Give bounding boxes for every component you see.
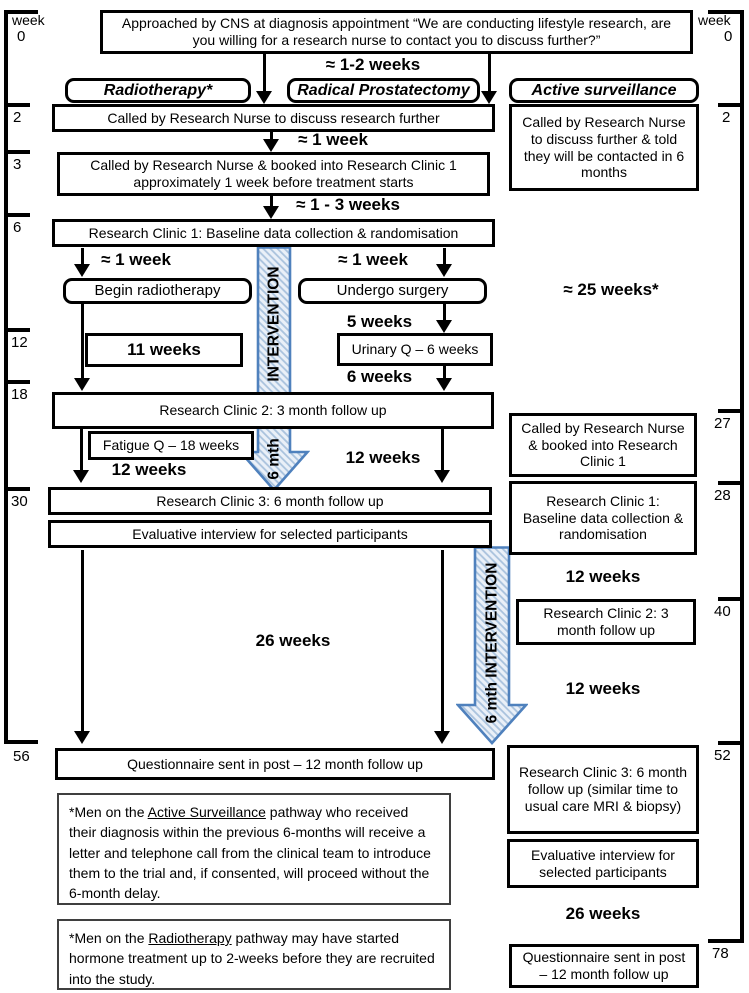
right-week-label: 40 [714, 603, 731, 620]
research-clinic-3-box: Research Clinic 3: 6 month follow up [48, 487, 492, 515]
footnote-active-surveillance: *Men on the Active Surveillance pathway … [57, 793, 451, 905]
left-timeline-tick [4, 103, 30, 107]
intervention-arrow-1-label-upper: INTERVENTION [266, 266, 283, 381]
intervention-arrow-1-shape [238, 246, 310, 492]
down-arrow [434, 429, 450, 483]
called-by-nurse-box: Called by Research Nurse to discuss rese… [52, 104, 495, 132]
pathway-header-radiotherapy: Radiotherapy* [65, 78, 251, 103]
footnote-text: *Men on the [69, 804, 148, 820]
duration-box-11-weeks: 11 weeks [85, 333, 243, 367]
left-week-label: 30 [11, 493, 28, 510]
intervention-arrow-2: 6 mth INTERVENTION [456, 546, 528, 745]
footnote-text: pathway may have started hormone treatme… [69, 930, 435, 987]
as-booked-box: Called by Research Nurse & booked into R… [509, 413, 697, 477]
approach-box: Approached by CNS at diagnosis appointme… [100, 10, 693, 54]
duration-label-26-weeks: 26 weeks [255, 631, 331, 651]
footnote-text: pathway who received their diagnosis wit… [69, 804, 431, 902]
right-week-label: 78 [712, 945, 729, 962]
down-arrow [434, 550, 450, 744]
pathway-header-radical-prostatectomy: Radical Prostatectomy [287, 78, 480, 103]
undergo-surgery-box: Undergo surgery [298, 278, 487, 304]
footnote-text: *Men on the [69, 930, 149, 946]
left-week-label: 2 [13, 109, 22, 126]
urinary-questionnaire-box: Urinary Q – 6 weeks [337, 333, 493, 366]
as-duration-label-12-weeks-b: 12 weeks [565, 678, 641, 698]
right-week-label: 27 [714, 415, 731, 432]
duration-label-25-weeks: ≈ 25 weeks* [563, 279, 659, 299]
down-arrow [436, 248, 452, 277]
research-clinic-2-box: Research Clinic 2: 3 month follow up [52, 392, 494, 429]
right-week-label: 28 [714, 487, 731, 504]
down-arrow [436, 366, 452, 391]
intervention-arrow-2-label: 6 mth INTERVENTION [484, 563, 501, 724]
booked-clinic1-box: Called by Research Nurse & booked into R… [57, 152, 490, 196]
right-timeline-tick [708, 10, 744, 14]
research-clinic-1-box: Research Clinic 1: Baseline data collect… [52, 219, 495, 247]
left-week-label: 0 [17, 28, 26, 45]
right-timeline-tick [718, 481, 744, 485]
right-week-label: 0 [724, 28, 733, 45]
as-research-clinic-2-box: Research Clinic 2: 3 month follow up [516, 599, 696, 645]
right-timeline-tick [718, 103, 744, 107]
gap-label-1-week-left: ≈ 1 week [101, 250, 171, 270]
duration-label-12-weeks-left: 12 weeks [111, 459, 187, 479]
fatigue-questionnaire-box: Fatigue Q – 18 weeks [88, 431, 254, 460]
down-arrow [74, 248, 90, 277]
right-timeline-tick [708, 939, 744, 943]
as-questionnaire-post-box: Questionnaire sent in post – 12 month fo… [509, 944, 699, 988]
left-week-unit-label: week [12, 12, 45, 28]
duration-label-12-weeks-right: 12 weeks [345, 447, 421, 467]
down-arrow [436, 304, 452, 333]
gap-label-1-3-weeks: ≈ 1 - 3 weeks [296, 195, 400, 215]
evaluative-interview-box: Evaluative interview for selected partic… [48, 520, 492, 548]
down-arrow [74, 550, 90, 744]
right-timeline-tick [718, 597, 744, 601]
intervention-arrow-2-shape [456, 546, 528, 745]
down-arrow [481, 53, 497, 104]
gap-label-1-2-weeks: ≈ 1-2 weeks [325, 55, 421, 75]
left-week-label: 18 [11, 386, 28, 403]
left-week-label: 6 [13, 219, 22, 236]
duration-label-6-weeks: 6 weeks [346, 366, 413, 386]
duration-label-5-weeks: 5 weeks [346, 311, 413, 331]
left-timeline-tick [4, 150, 30, 154]
as-research-clinic-1-box: Research Clinic 1: Baseline data collect… [509, 481, 697, 555]
left-timeline-tick [4, 740, 38, 744]
left-timeline-tick [4, 487, 30, 491]
left-timeline-tick [4, 10, 38, 14]
left-timeline-tick [4, 328, 30, 332]
footnote-underlined-term: Active Surveillance [147, 804, 266, 820]
down-arrow [256, 53, 272, 104]
right-timeline-tick [718, 741, 744, 745]
left-week-label: 3 [13, 156, 22, 173]
intervention-arrow-1-label-lower: 6 mth [266, 438, 283, 479]
right-week-unit-label: week [698, 12, 731, 28]
gap-label-1-week-right: ≈ 1 week [338, 250, 408, 270]
footnote-underlined-term: Radiotherapy [148, 930, 232, 946]
begin-radiotherapy-box: Begin radiotherapy [63, 278, 252, 304]
as-called-box: Called by Research Nurse to discuss furt… [509, 104, 699, 191]
footnote-radiotherapy: *Men on the Radiotherapy pathway may hav… [57, 919, 451, 990]
left-week-label: 56 [13, 748, 30, 765]
right-timeline-tick [718, 409, 744, 413]
left-timeline-tick [4, 380, 30, 384]
left-week-label: 12 [11, 334, 28, 351]
down-arrow [74, 304, 90, 391]
down-arrow [263, 132, 279, 152]
intervention-arrow-1: INTERVENTION 6 mth [238, 246, 310, 492]
as-duration-label-26-weeks: 26 weeks [565, 904, 641, 924]
left-timeline-tick [4, 213, 30, 217]
right-week-label: 52 [714, 747, 731, 764]
right-week-label: 2 [722, 109, 731, 126]
questionnaire-post-box: Questionnaire sent in post – 12 month fo… [55, 748, 495, 780]
as-evaluative-interview-box: Evaluative interview for selected partic… [507, 839, 699, 888]
right-timeline-line [740, 10, 744, 943]
as-research-clinic-3-box: Research Clinic 3: 6 month follow up (si… [507, 745, 699, 834]
down-arrow [263, 196, 279, 219]
pathway-header-active-surveillance: Active surveillance [509, 78, 699, 103]
down-arrow [73, 429, 89, 483]
as-duration-label-12-weeks-a: 12 weeks [565, 566, 641, 586]
left-timeline-line [4, 10, 8, 744]
gap-label-1-week: ≈ 1 week [298, 130, 368, 150]
